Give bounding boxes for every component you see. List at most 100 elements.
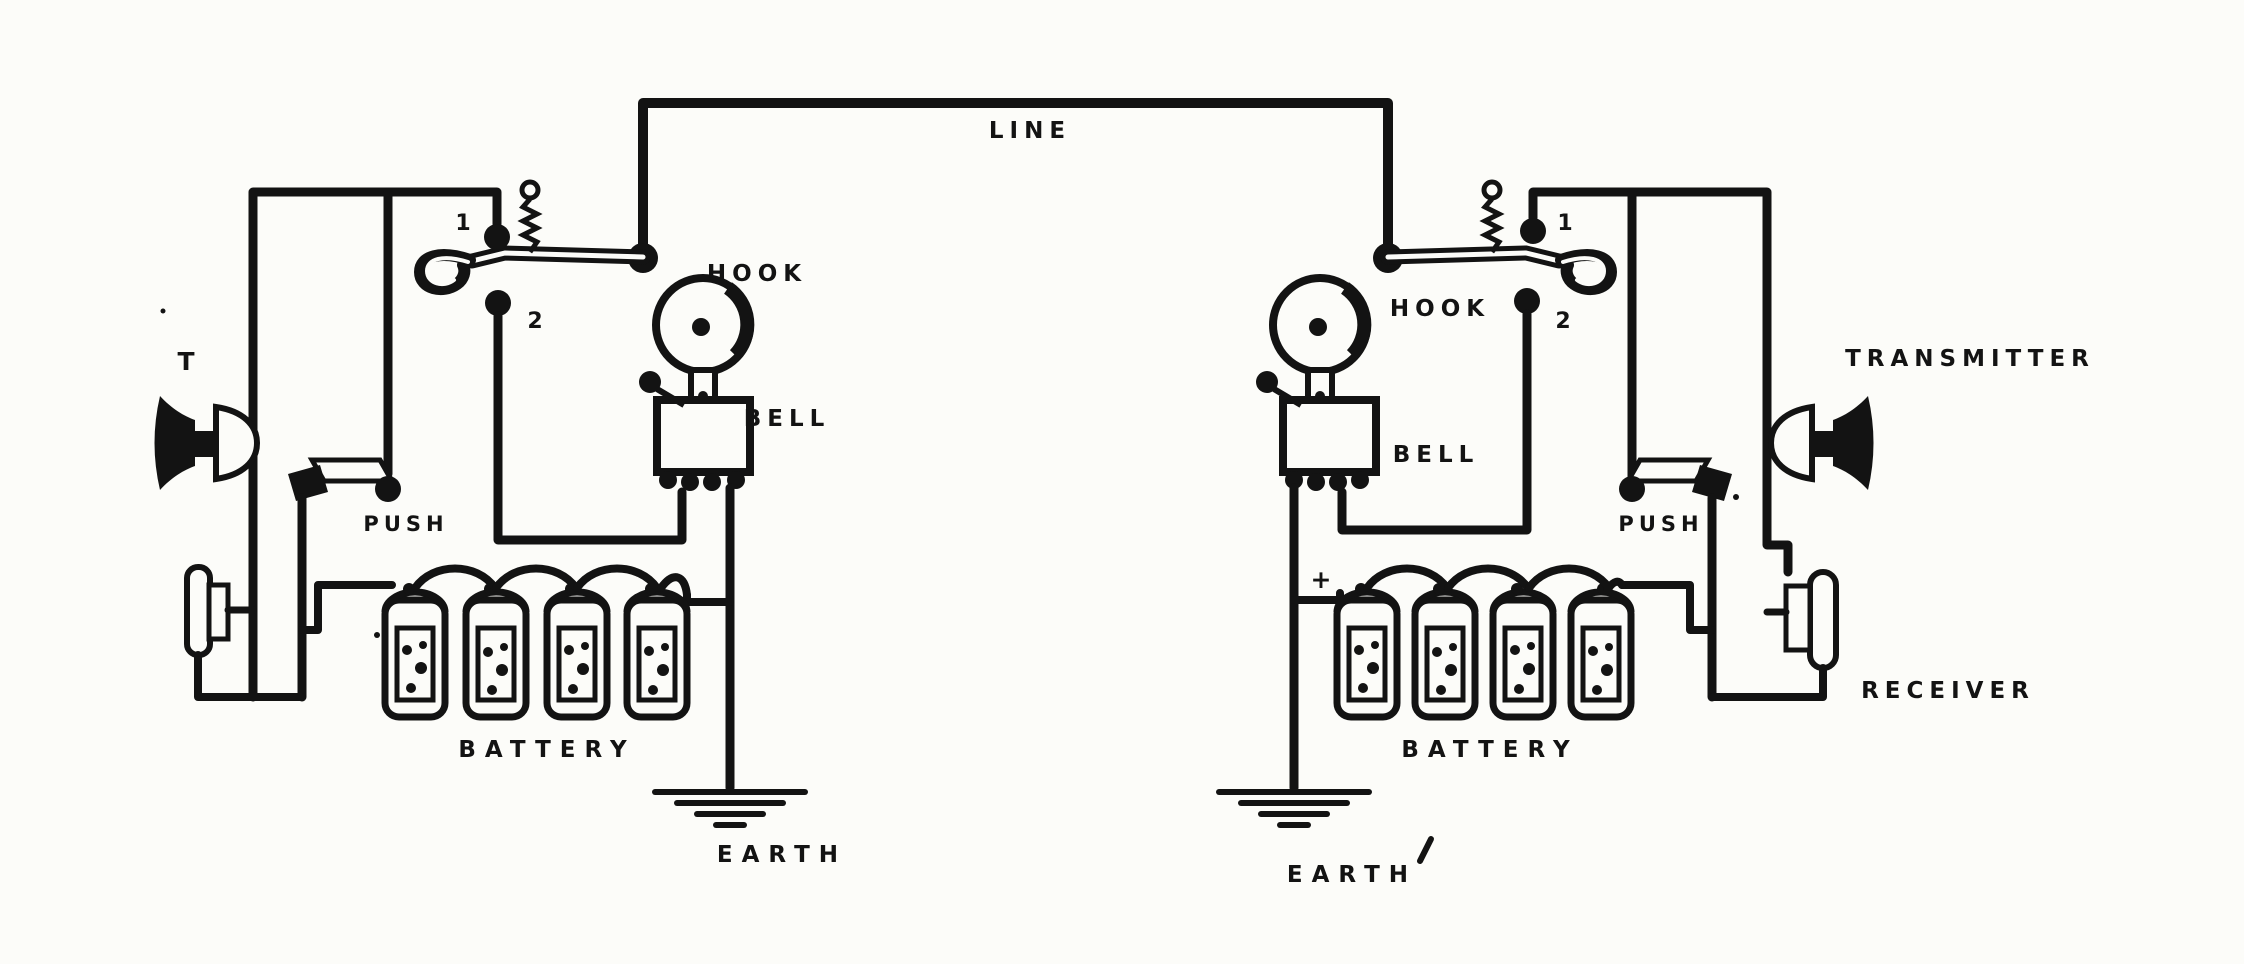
left-battery-cell: [623, 583, 691, 721]
left-battery-cell: [462, 583, 530, 721]
right-receiver-bottom-wire: [1708, 664, 1827, 701]
right-receiver-body-icon: [1783, 583, 1813, 653]
right-contact-2: [1514, 288, 1540, 314]
right-bell-gong-shade: [1340, 282, 1372, 360]
scan-artifacts: [160, 308, 1739, 864]
right-spring-icon: [1479, 197, 1505, 254]
right-battery-cell: [1567, 583, 1635, 721]
right-contact2-to-bell-wire: [1337, 309, 1532, 535]
left-station: 1 2 HOOK BELL: [154, 179, 838, 868]
right-battery-feed-wire: [1618, 581, 1716, 634]
right-battery-end-connector: [1603, 577, 1626, 594]
left-push-label: PUSH: [363, 512, 448, 536]
right-spring-ring-icon: [1481, 179, 1503, 201]
left-bell-gong-center: [692, 318, 710, 336]
scan-speck: [160, 308, 166, 314]
right-bell-label: BELL: [1393, 442, 1480, 468]
scan-speck: [374, 632, 380, 638]
right-battery-cell: [1333, 583, 1401, 721]
left-horn-cone-icon: [213, 403, 261, 483]
left-transmitter-label: T: [177, 347, 196, 376]
right-battery-polarity: +: [1311, 565, 1334, 594]
left-battery-to-earth-wire: [683, 591, 734, 606]
left-spring-icon: [517, 197, 543, 254]
right-bell-clapper-arm: [1272, 386, 1303, 408]
left-bell-feet: [659, 471, 745, 491]
right-push-label: PUSH: [1618, 512, 1703, 536]
stray-mark: [1417, 836, 1434, 864]
left-battery-label: BATTERY: [458, 737, 635, 763]
left-push-button: PUSH: [288, 457, 448, 536]
right-contact-1-label: 1: [1557, 211, 1572, 236]
right-earth-symbol: EARTH: [1216, 789, 1417, 888]
right-top-rail: [1528, 187, 1793, 577]
left-contact-2: [485, 290, 511, 316]
left-bell-gong-shade: [723, 282, 755, 360]
right-hook-curl: [1555, 249, 1618, 296]
left-bell-clapper-arm: [655, 386, 686, 408]
right-hook-switch: 1 2 HOOK: [1373, 179, 1618, 334]
line-wire-path: [638, 98, 1393, 255]
right-battery-connector: [1444, 564, 1532, 592]
right-battery-connector: [1363, 564, 1451, 592]
right-push-handle: [1692, 465, 1732, 501]
right-earth-label: EARTH: [1287, 862, 1417, 888]
right-battery-connector: [1525, 564, 1613, 592]
line-label: LINE: [989, 118, 1071, 144]
right-hook-lever-core: [1385, 250, 1562, 264]
right-contact-1: [1520, 218, 1546, 244]
right-hook-label: HOOK: [1390, 296, 1490, 322]
scan-speck: [1733, 494, 1739, 500]
line-wire: LINE: [638, 98, 1393, 255]
right-battery-label: BATTERY: [1401, 737, 1578, 763]
right-receiver: RECEIVER: [1708, 569, 2035, 704]
left-battery: BATTERY: [381, 564, 691, 763]
left-contact2-to-bell-wire: [493, 311, 687, 545]
left-bell: BELL: [639, 274, 831, 491]
left-battery-cell: [543, 583, 611, 721]
right-push-contact: [1619, 476, 1645, 502]
right-bell-magnet-box: [1279, 396, 1380, 476]
left-transmitter-horn: T: [154, 347, 261, 490]
left-hook-switch: 1 2 HOOK: [413, 179, 801, 334]
left-battery-end-connector: [657, 573, 691, 599]
right-battery: BATTERY: [1333, 564, 1635, 763]
right-transmitter-label: TRANSMITTER: [1845, 346, 2095, 372]
right-push-lever: [1623, 457, 1713, 484]
left-bell-label: BELL: [744, 406, 831, 432]
left-earth-symbol: EARTH: [652, 789, 838, 868]
right-bell-clapper-ball: [1256, 371, 1278, 393]
left-bell-clapper-ball: [639, 371, 661, 393]
left-battery-connector: [411, 564, 499, 592]
right-push-button: PUSH: [1618, 457, 1732, 536]
left-contact-1: [484, 224, 510, 250]
right-bell-gong-center: [1309, 318, 1327, 336]
right-horn-bell-icon: [1833, 396, 1874, 490]
left-spring-ring-icon: [519, 179, 541, 201]
left-battery-cell: [381, 583, 449, 721]
right-battery-cell: [1489, 583, 1557, 721]
left-push-contact: [375, 476, 401, 502]
right-battery-to-earth-wire: [1290, 589, 1344, 604]
right-battery-cell: [1411, 583, 1479, 721]
left-push-handle: [288, 465, 328, 501]
left-horn-bell-icon: [154, 396, 195, 490]
left-contact-2-label: 2: [527, 309, 542, 334]
right-station: 1 2 HOOK BELL +: [1216, 179, 2095, 888]
right-contact-2-label: 2: [1555, 309, 1570, 334]
left-hook-lever-core: [469, 250, 646, 264]
left-receiver: [184, 564, 306, 701]
left-push-lever: [307, 457, 397, 484]
left-hook-curl: [413, 249, 476, 296]
left-bell-magnet-box: [653, 396, 754, 476]
right-hook-curl-core: [1561, 256, 1607, 287]
right-receiver-cap-icon: [1807, 569, 1839, 671]
right-bell: BELL: [1256, 274, 1480, 491]
left-battery-connector: [573, 564, 661, 592]
left-contact-1-label: 1: [455, 211, 470, 236]
left-battery-connector: [492, 564, 580, 592]
left-battery-feed-wire: [298, 581, 396, 634]
left-receiver-bottom-wire: [194, 651, 306, 701]
right-receiver-label: RECEIVER: [1861, 678, 2035, 704]
